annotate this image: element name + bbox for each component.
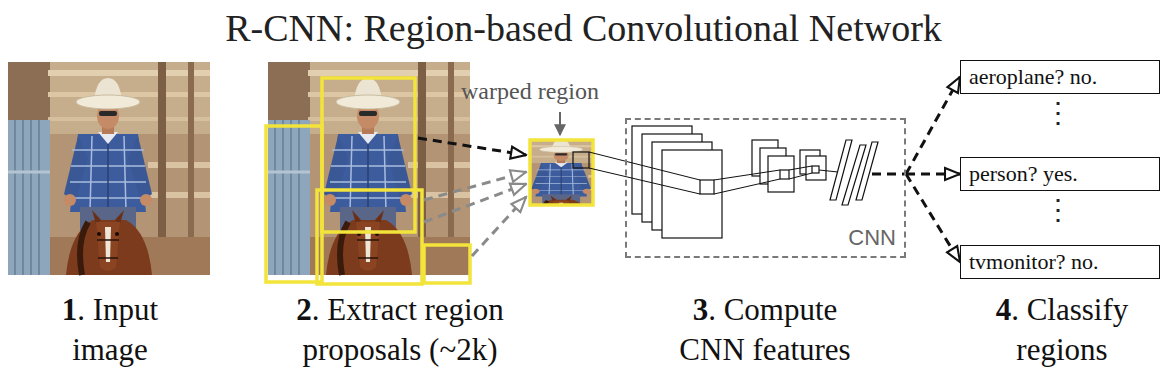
step-text: . Classify regions [1011,292,1128,367]
region-proposal-boxes [266,78,470,284]
step-caption: 1. Input image [35,290,185,370]
step-number: 3 [693,292,709,327]
node-label: aeroplane? no. [969,64,1097,90]
proposal-image [268,62,470,275]
warped-border [530,140,593,205]
node-label: CNN [848,225,896,251]
step-number: 2 [296,292,312,327]
region-proposal-boxes [322,78,415,232]
cnn-layers [780,170,789,179]
step-number: 1 [62,292,78,327]
output-stub [872,173,904,176]
step-caption: 2. Extract region proposals (~2k) [269,290,531,370]
projection-lines [714,170,780,180]
cnn-layers [700,180,714,194]
output-arrow [906,77,960,174]
leader-arrow [559,112,561,135]
label-wrap: ⋮ [1044,99,1072,127]
label-wrap: 1. Input image [35,290,185,370]
input-image [8,62,210,275]
step-text: . Extract region proposals (~2k) [303,292,504,367]
ellipsis-mark: ⋮ [1044,196,1072,224]
node-label: person? yes. [969,161,1078,187]
region-proposal-boxes [317,190,422,284]
warp-arrows [418,138,526,256]
output-arrow [906,174,960,262]
projection-lines [789,173,812,179]
projection-lines [789,166,812,170]
warp-arrows [418,138,526,155]
proposal-image [268,62,470,275]
ellipsis-mark: ⋮ [1044,99,1072,127]
warped-image [493,132,630,223]
cnn-layers [812,166,819,173]
label-wrap: warped region [461,78,599,105]
projection-lines [589,168,700,194]
warp-arrows [424,172,526,200]
label-wrap: 3. Compute CNN features [667,290,863,370]
class-box: aeroplane? no. [960,60,1160,94]
label-wrap: 4. Classify regions [971,290,1153,370]
output-arrow [906,173,960,176]
region-proposal-boxes [266,126,322,282]
warp-arrows [424,184,526,222]
step-number: 4 [996,292,1012,327]
callout-label: warped region [461,78,599,105]
step-caption: 3. Compute CNN features [667,290,863,370]
cnn-layers [662,150,722,238]
title-wrap: R-CNN: Region-based Convolutional Networ… [0,6,1167,50]
cnn-layers [632,126,878,238]
projection-lines [589,152,700,180]
region-proposal-boxes [424,245,470,283]
cnn-layers [856,142,878,200]
label-wrap: 2. Extract region proposals (~2k) [269,290,531,370]
class-box: tvmonitor? no. [960,245,1160,279]
cnn-layers [768,156,794,192]
receptive-field [573,152,589,168]
warped-image [493,132,630,223]
class-box: person? yes. [960,157,1160,191]
projection-lines [714,179,780,194]
label-wrap: ⋮ [1044,196,1072,224]
warp-arrows [472,197,526,256]
node-label: tvmonitor? no. [969,249,1099,275]
projection-lines [819,170,838,172]
input-image [8,62,210,275]
cnn-layers [806,156,826,180]
diagram-title: R-CNN: Region-based Convolutional Networ… [225,7,942,49]
step-caption: 4. Classify regions [971,290,1153,370]
step-text: . Input image [72,292,158,367]
cnn-box: CNN [625,118,906,258]
